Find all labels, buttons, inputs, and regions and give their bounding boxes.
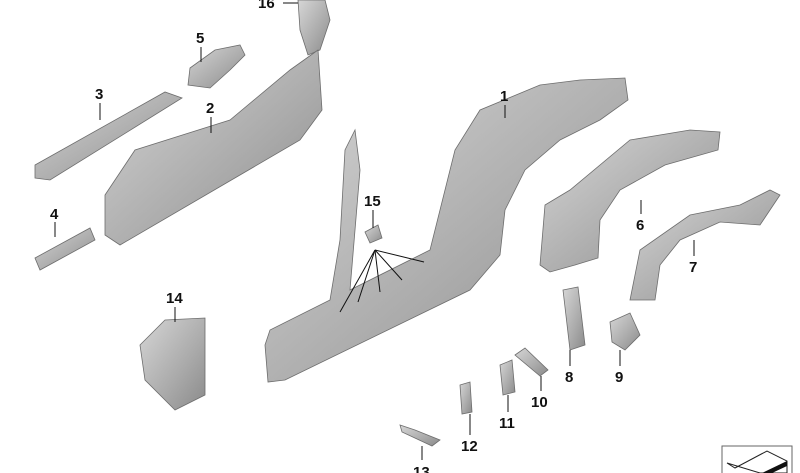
part-14[interactable] bbox=[139, 317, 206, 411]
label-16: 16 bbox=[258, 0, 275, 12]
label-15: 15 bbox=[364, 193, 381, 210]
part-3[interactable] bbox=[34, 91, 183, 181]
label-4: 4 bbox=[50, 206, 59, 223]
body-panel-section-icon bbox=[721, 445, 793, 473]
part-6[interactable] bbox=[539, 129, 721, 273]
label-8: 8 bbox=[565, 369, 573, 386]
part-15[interactable] bbox=[364, 224, 383, 244]
part-16[interactable] bbox=[297, 0, 331, 56]
part-5[interactable] bbox=[187, 44, 246, 89]
part-13[interactable] bbox=[399, 424, 441, 447]
label-11: 11 bbox=[499, 415, 515, 432]
part-7[interactable] bbox=[629, 189, 781, 301]
part-4[interactable] bbox=[34, 227, 96, 271]
label-6: 6 bbox=[636, 217, 644, 234]
label-14: 14 bbox=[166, 290, 183, 307]
part-2[interactable] bbox=[104, 49, 323, 246]
label-5: 5 bbox=[196, 30, 204, 47]
label-12: 12 bbox=[461, 438, 478, 455]
label-7: 7 bbox=[689, 259, 697, 276]
label-2: 2 bbox=[206, 100, 214, 117]
label-13: 13 bbox=[413, 464, 430, 473]
label-10: 10 bbox=[531, 394, 548, 411]
label-3: 3 bbox=[95, 86, 103, 103]
part-8[interactable] bbox=[562, 286, 586, 351]
part-1[interactable] bbox=[264, 77, 629, 383]
part-12[interactable] bbox=[459, 381, 473, 415]
leader-lines bbox=[54, 2, 695, 460]
label-1: 1 bbox=[500, 88, 508, 105]
part-9[interactable] bbox=[609, 312, 641, 351]
part-11[interactable] bbox=[499, 359, 516, 396]
label-9: 9 bbox=[615, 369, 623, 386]
part-10[interactable] bbox=[514, 347, 549, 377]
